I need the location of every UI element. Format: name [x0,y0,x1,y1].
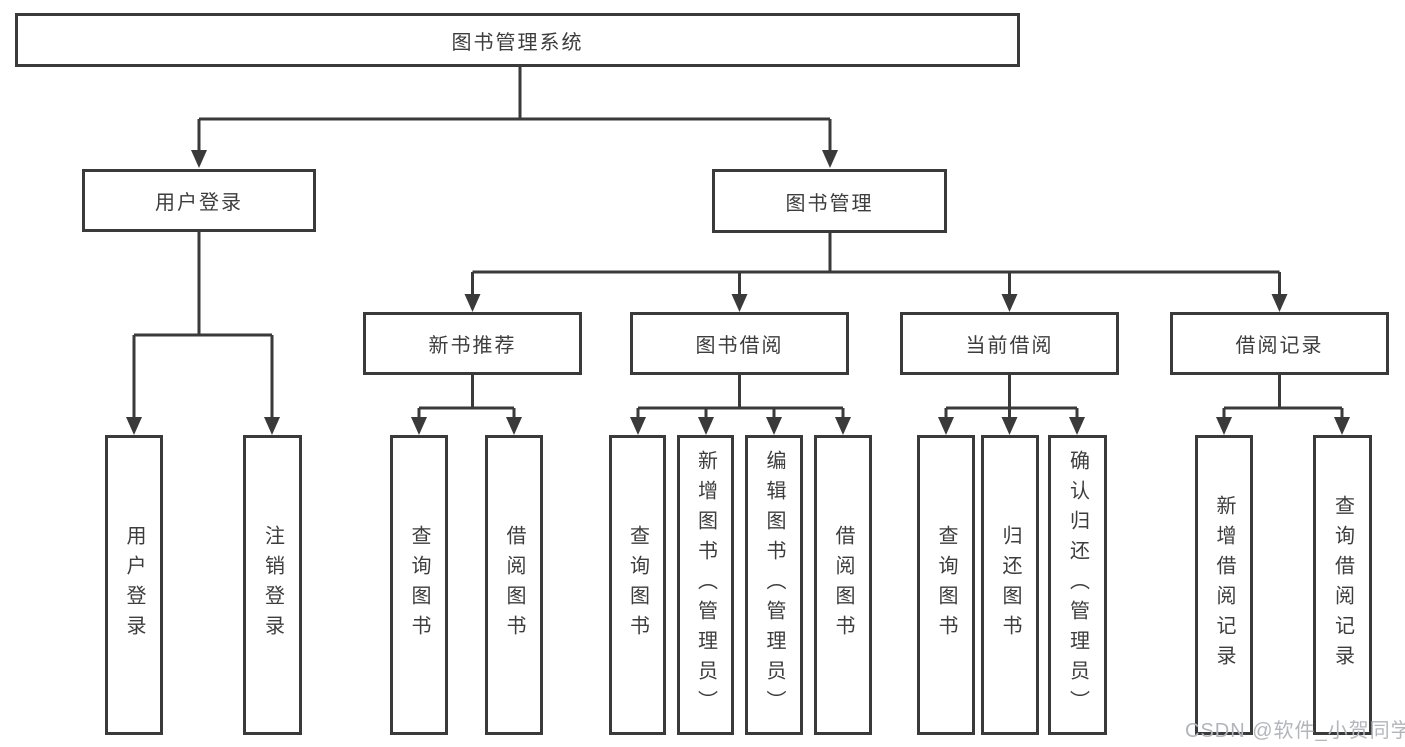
connector-current-borrow-children [944,375,1079,420]
csdn-watermark: CSDN @软件_小贺同学 [1185,720,1405,742]
node-borrow-records: 借阅记录 [1170,312,1389,375]
connector-new-book-rec-children [417,375,516,420]
node-current-borrow-label: 当前借阅 [965,335,1054,357]
leaf-bb-edit-books: 编辑图书（管理员） [745,435,803,735]
leaf-br-add-record: 新增借阅记录 [1195,435,1253,735]
leaf-rec-borrow-books: 借阅图书 [485,435,543,735]
leaf-rec-borrow-books-label: 借阅图书 [503,525,525,645]
leaf-br-query-record: 查询借阅记录 [1313,435,1372,735]
node-book-mgmt: 图书管理 [712,169,947,233]
node-book-mgmt-label: 图书管理 [785,192,874,215]
node-user-login-label: 用户登录 [155,192,243,214]
leaf-cb-query-books-label: 查询图书 [935,525,957,645]
connector-root-to-level2 [197,66,832,153]
leaf-br-add-record-label: 新增借阅记录 [1213,495,1235,675]
node-new-book-rec-label: 新书推荐 [428,335,517,357]
node-book-borrow: 图书借阅 [630,312,849,375]
connector-borrow-records-children [1222,375,1344,420]
leaf-bb-add-books-label: 新增图书（管理员） [694,450,717,720]
leaf-logout: 注销登录 [243,435,302,735]
leaf-cb-confirm-return-label: 确认归还（管理员） [1066,450,1089,720]
leaf-cb-confirm-return: 确认归还（管理员） [1048,435,1107,735]
leaf-bb-add-books: 新增图书（管理员） [677,435,734,735]
connector-book-borrow-children [636,375,845,420]
leaf-rec-query-books-label: 查询图书 [408,525,430,645]
leaf-bb-edit-books-label: 编辑图书（管理员） [763,450,785,720]
leaf-bb-borrow-books: 借阅图书 [814,435,872,735]
arrowheads [126,150,1350,435]
leaf-bb-query-books-label: 查询图书 [626,525,649,645]
node-new-book-rec: 新书推荐 [363,312,582,375]
node-user-login: 用户登录 [82,169,316,232]
connector-user-login-children [132,232,274,420]
node-book-borrow-label: 图书借阅 [695,335,784,357]
leaf-bb-borrow-books-label: 借阅图书 [832,525,854,645]
leaf-bb-query-books: 查询图书 [609,435,666,735]
leaf-logout-label: 注销登录 [261,525,284,645]
leaf-user-login: 用户登录 [105,435,163,735]
leaf-cb-return-books: 归还图书 [981,435,1039,735]
node-current-borrow: 当前借阅 [900,312,1119,375]
leaf-cb-return-books-label: 归还图书 [999,525,1021,645]
leaf-br-query-record-label: 查询借阅记录 [1331,495,1354,675]
leaf-rec-query-books: 查询图书 [390,435,448,735]
node-root: 图书管理系统 [15,13,1020,67]
leaf-user-login-label: 用户登录 [123,525,145,645]
connector-book-mgmt-children [471,233,1281,297]
node-root-label: 图书管理系统 [451,31,584,54]
node-borrow-records-label: 借阅记录 [1235,335,1324,357]
leaf-cb-query-books: 查询图书 [917,435,975,735]
